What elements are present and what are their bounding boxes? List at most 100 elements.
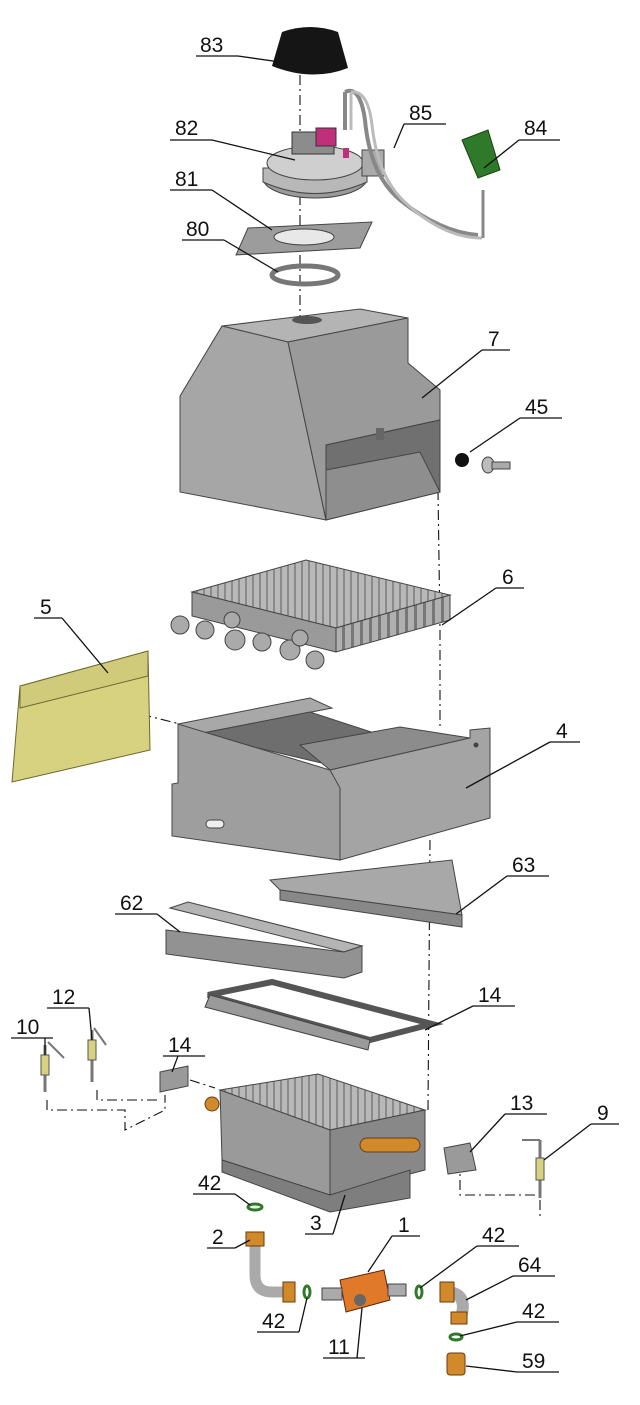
part-13-bracket [443, 1142, 477, 1175]
callout-5: 5 [34, 596, 109, 674]
callout-13: 13 [469, 1092, 547, 1153]
callout-64: 64 [465, 1254, 555, 1301]
callout-label: 42 [198, 1172, 221, 1195]
callout-leader [367, 1235, 393, 1273]
part-2-pipe [245, 1231, 296, 1303]
callout-label: 3 [310, 1212, 322, 1235]
callout-leader [543, 1123, 592, 1161]
callout-leader [469, 1113, 506, 1153]
callout-leader [61, 617, 109, 674]
callout-leader [298, 1297, 308, 1333]
callout-leader [465, 1275, 514, 1301]
callout-leader [421, 349, 483, 399]
callout-leader [211, 189, 273, 231]
part-85-tubes [343, 88, 485, 240]
callout-label: 42 [522, 1300, 545, 1323]
callout-leader [441, 587, 497, 626]
part-45-sightglass [455, 453, 511, 474]
callout-3: 3 [305, 1194, 346, 1235]
part-6-heat-exchanger [170, 559, 452, 670]
callout-leader [234, 1239, 251, 1249]
callout-leader [234, 1193, 251, 1206]
callout-leader [469, 417, 521, 453]
callout-42c: 42 [257, 1297, 308, 1333]
callout-leader [483, 139, 520, 169]
callout-81: 81 [170, 168, 273, 231]
callout-leader [356, 1307, 363, 1359]
callout-label: 42 [262, 1310, 285, 1333]
callout-leader [459, 1321, 518, 1337]
callout-label: 10 [16, 1016, 39, 1039]
callout-label: 62 [120, 892, 143, 915]
callout-leader [424, 1005, 474, 1031]
callout-label: 42 [482, 1224, 505, 1247]
callout-label: 59 [522, 1350, 545, 1373]
callout-label: 6 [502, 566, 514, 589]
part-80-ring [269, 263, 341, 287]
callout-leader [237, 55, 281, 63]
callout-label: 5 [40, 596, 52, 619]
callout-leader [88, 1007, 93, 1041]
callout-label: 13 [510, 1092, 533, 1115]
callout-leader [156, 913, 181, 933]
callout-14a: 14 [424, 984, 515, 1031]
callout-45: 45 [469, 396, 562, 453]
callout-label: 64 [518, 1254, 542, 1277]
part-63-strip [268, 859, 463, 928]
part-84-sensor [461, 129, 501, 179]
callout-label: 63 [512, 854, 535, 877]
part-64-elbow [439, 1281, 469, 1325]
assembly-lines [24, 75, 541, 1220]
callout-leader [419, 1245, 478, 1289]
callout-label: 84 [524, 117, 548, 140]
part-62-strip [165, 901, 364, 979]
callout-label: 2 [212, 1226, 224, 1249]
callout-label: 82 [175, 117, 198, 140]
callout-42a: 42 [193, 1172, 251, 1206]
callout-9: 9 [543, 1102, 619, 1161]
callout-label: 9 [597, 1102, 609, 1125]
callout-label: 81 [175, 168, 198, 191]
part-83-cap [272, 27, 348, 75]
callout-2: 2 [207, 1226, 251, 1249]
callout-label: 85 [409, 102, 432, 125]
callout-42b: 42 [419, 1224, 519, 1289]
callout-leader [211, 139, 296, 161]
callout-14b: 14 [163, 1034, 205, 1073]
part-81-plate [235, 221, 373, 256]
callout-label: 45 [525, 396, 548, 419]
callout-label: 80 [186, 218, 209, 241]
callout-label: 14 [478, 984, 502, 1007]
callout-label: 4 [556, 720, 568, 743]
callout-4: 4 [465, 720, 580, 789]
part-12-electrode [87, 1027, 107, 1082]
part-1-gas-valve [321, 1269, 407, 1313]
callout-62: 62 [115, 892, 181, 933]
part-7-hood [179, 308, 441, 521]
callout-6: 6 [441, 566, 524, 626]
callout-85: 85 [393, 102, 446, 149]
callout-leader [465, 1365, 518, 1373]
callout-10: 10 [11, 1016, 53, 1055]
part-4-chamber [171, 697, 491, 861]
part-14-bracket [159, 1065, 189, 1093]
callout-label: 1 [398, 1214, 410, 1237]
callout-59: 59 [465, 1350, 559, 1373]
callout-leader [223, 239, 279, 273]
part-3-burner [204, 1073, 427, 1213]
callout-label: 11 [328, 1336, 350, 1359]
callout-1: 1 [367, 1214, 420, 1273]
callout-83: 83 [196, 34, 281, 63]
callout-84: 84 [483, 117, 560, 169]
callout-leader [465, 741, 551, 789]
part-82-fan [262, 127, 385, 199]
callout-7: 7 [421, 328, 510, 399]
callout-leader [332, 1194, 346, 1235]
callout-leader [171, 1055, 179, 1073]
part-14-frame-top [204, 978, 444, 1051]
part-5-insulation [11, 650, 151, 783]
callout-12: 12 [47, 986, 93, 1041]
